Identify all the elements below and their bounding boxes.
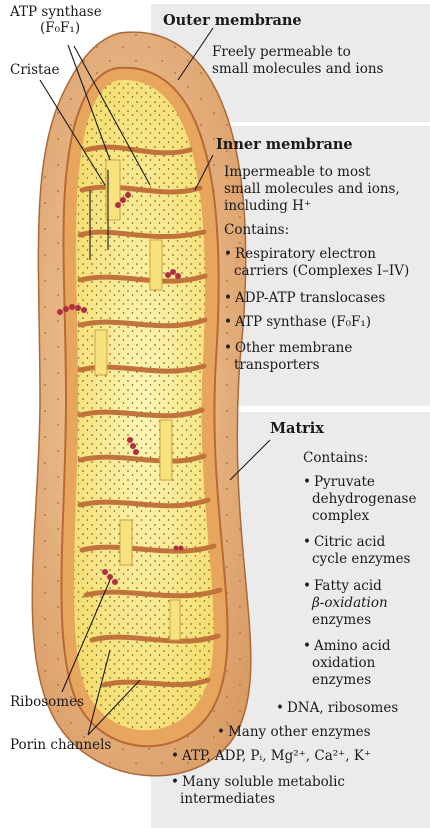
inner-item-translocases: ADP-ATP translocases <box>224 290 385 307</box>
inner-item-respiratory-1: Respiratory electron <box>224 246 376 263</box>
inner-item-transporters-2: transporters <box>234 357 320 374</box>
matrix-item-pyruvate-2: dehydrogenase <box>312 491 416 508</box>
inner-membrane-desc-3: including H⁺ <box>224 198 311 215</box>
outer-membrane-desc-1: Freely permeable to <box>212 44 351 61</box>
matrix-item-dna: DNA, ribosomes <box>276 700 398 717</box>
outer-membrane-desc-2: small molecules and ions <box>212 61 383 78</box>
inner-item-transporters-1: Other membrane <box>224 340 352 357</box>
matrix-item-amino-3: enzymes <box>312 672 371 689</box>
matrix-item-citric-1: Citric acid <box>303 534 385 551</box>
matrix-item-ions: ATP, ADP, Pᵢ, Mg²⁺, Ca²⁺, K⁺ <box>171 748 371 765</box>
inner-item-atp-synthase: ATP synthase (F₀F₁) <box>224 314 371 331</box>
ribosomes-label: Ribosomes <box>10 694 84 711</box>
outer-membrane-title: Outer membrane <box>163 12 302 29</box>
atp-synthase-label: ATP synthase (F₀F₁) <box>10 4 102 36</box>
matrix-item-citric-2: cycle enzymes <box>312 551 411 568</box>
matrix-item-amino-2: oxidation <box>312 655 375 672</box>
matrix-item-fatty-2: β-oxidation <box>312 595 388 612</box>
matrix-item-other-enzymes: Many other enzymes <box>217 724 371 741</box>
matrix-item-amino-1: Amino acid <box>303 638 391 655</box>
inner-membrane-desc-2: small molecules and ions, <box>224 181 400 198</box>
matrix-contains: Contains: <box>303 450 368 467</box>
inner-membrane-desc-1: Impermeable to most <box>224 164 370 181</box>
cristae-label: Cristae <box>10 62 60 79</box>
matrix-item-fatty-3: enzymes <box>312 612 371 629</box>
inner-item-respiratory-2: carriers (Complexes I–IV) <box>234 263 409 280</box>
matrix-title: Matrix <box>270 420 324 437</box>
porin-channels-label: Porin channels <box>10 737 111 754</box>
matrix-item-pyruvate-1: Pyruvate <box>303 474 375 491</box>
inner-membrane-title: Inner membrane <box>216 136 353 153</box>
matrix-item-fatty-1: Fatty acid <box>303 578 382 595</box>
inner-membrane-contains: Contains: <box>224 222 289 239</box>
matrix-item-metabolic-2: intermediates <box>180 791 275 808</box>
matrix-item-metabolic-1: Many soluble metabolic <box>171 774 345 791</box>
matrix-item-pyruvate-3: complex <box>312 508 369 525</box>
